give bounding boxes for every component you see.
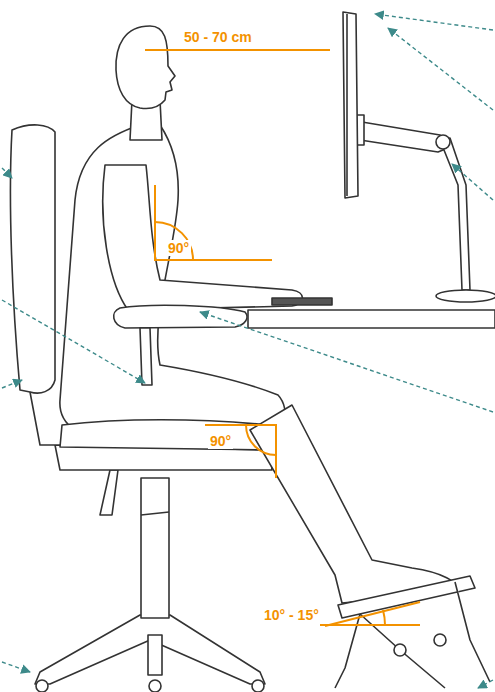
dimension-label: 10° - 15° xyxy=(262,607,321,623)
dimension-label: 90° xyxy=(208,433,233,449)
dimension-label: 90° xyxy=(166,240,191,256)
dimension-label: 50 - 70 cm xyxy=(182,29,254,45)
